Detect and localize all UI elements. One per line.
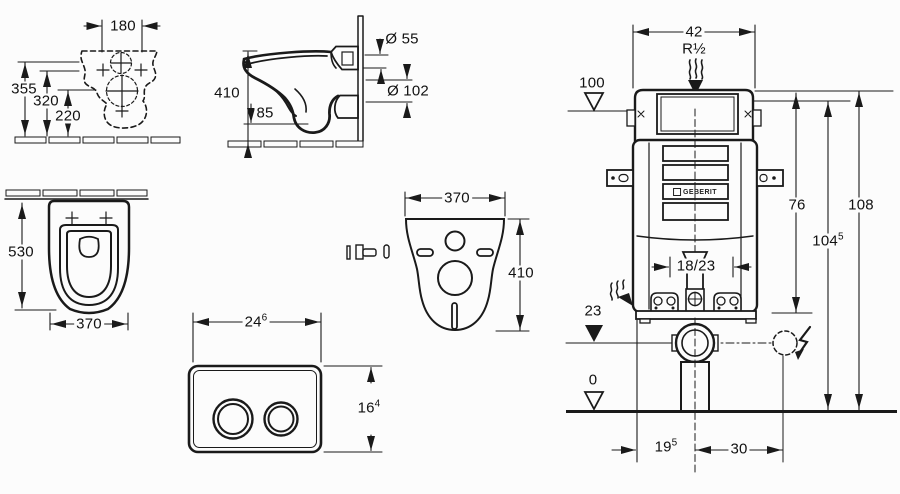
dim-label-1823: 18/23 [674, 257, 718, 275]
dim-label-1045: 1045 [810, 231, 846, 250]
dim-label-246: 246 [242, 312, 270, 331]
label-r-half: R½ [682, 40, 706, 58]
bowl-outline [47, 199, 131, 315]
level-100-marker [583, 92, 605, 112]
dim-370 [404, 191, 506, 217]
dim-180 [83, 19, 161, 53]
flush-plate-view [187, 312, 383, 454]
dim-label-180: 180 [110, 17, 136, 35]
level-lines [567, 90, 894, 112]
pad-outline [404, 218, 506, 332]
full-flush-button [212, 398, 254, 440]
dim-label-30: 30 [728, 440, 750, 458]
dim-label-42: 42 [683, 23, 705, 41]
insulation-pad-view [346, 191, 530, 332]
dim-label-108: 108 [846, 196, 876, 214]
fixing-outline-dashed [80, 50, 158, 129]
level-0-floor [566, 391, 897, 413]
level-0-marker [583, 391, 605, 411]
electrical-connection-symbol [772, 325, 812, 463]
half-flush-button [263, 401, 299, 437]
dim-label-d102: Ø 102 [387, 82, 429, 100]
level-label-0: 0 [588, 371, 598, 389]
fixing-dimensions-view [14, 19, 181, 144]
dim-label-370-pad: 370 [442, 189, 472, 207]
dim-label-410-side: 410 [212, 84, 242, 102]
dim-diameters [362, 38, 413, 118]
right-dims [771, 90, 863, 411]
dim-label-530: 530 [6, 243, 36, 261]
fixing-bolt-icons [346, 244, 390, 260]
wall-section [357, 15, 364, 142]
geberit-logo-mark [673, 188, 682, 196]
drain-elbow [671, 317, 719, 473]
dim-label-320: 320 [31, 92, 61, 110]
dim-85 [243, 103, 309, 125]
toilet-side-view [227, 15, 413, 158]
installation-frame-view [565, 24, 897, 473]
height-dims [17, 61, 97, 137]
dim-label-370-plan: 370 [74, 315, 104, 333]
dim-label-164: 164 [355, 398, 383, 417]
dim-label-76: 76 [786, 196, 808, 214]
dim-label-d55: Ø 55 [385, 30, 419, 48]
drill-hole-marks [96, 51, 148, 118]
geberit-logo: GEBERIT [673, 188, 717, 196]
dim-1823 [651, 256, 752, 278]
level-label-100: 100 [579, 74, 605, 92]
level-23 [565, 325, 773, 344]
dim-label-355: 355 [9, 80, 39, 98]
floor-hatch [14, 136, 181, 144]
adjustable-feet [635, 288, 757, 324]
toilet-plan-view [4, 189, 149, 331]
dim-label-85: 85 [254, 104, 276, 122]
dim-label-410-pad: 410 [506, 264, 536, 282]
dim-label-195: 195 [654, 437, 678, 456]
dim-label-220: 220 [53, 107, 83, 125]
wall-rail-brackets [606, 169, 784, 187]
frame-top-section [626, 88, 762, 144]
toilet-profile [242, 45, 359, 134]
plate-body [187, 364, 323, 454]
dim-410 [242, 50, 258, 158]
drain-connection-symbol [609, 279, 633, 306]
dim-164 [323, 365, 383, 453]
level-label-23: 23 [584, 302, 602, 320]
wall-hatch [4, 189, 149, 200]
